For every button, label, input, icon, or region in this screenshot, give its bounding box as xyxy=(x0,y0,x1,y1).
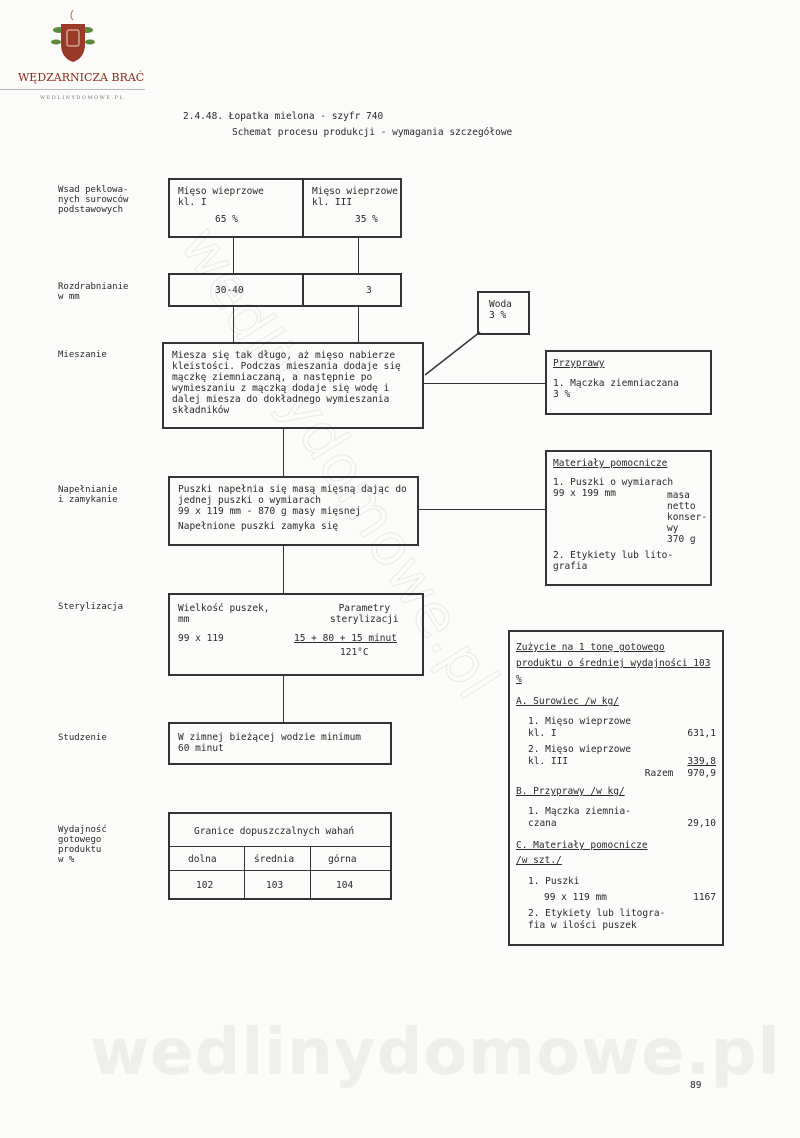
yield-value-mid: 103 xyxy=(266,880,284,891)
usage-b1-label: 1. Mączka ziemnia- czana xyxy=(528,806,631,829)
raw-item-1-name: Mięso wieprzowe kl. I xyxy=(178,186,264,208)
label-filling: Napełnianie i zamykanie xyxy=(58,485,118,505)
yield-value-low: 102 xyxy=(196,880,214,891)
yield-value-high: 104 xyxy=(336,880,354,891)
connector xyxy=(233,238,234,273)
connector xyxy=(233,307,234,342)
connector xyxy=(358,307,359,342)
yield-header-low: dolna xyxy=(188,854,217,865)
can-size-label: Wielkość puszek, mm xyxy=(178,603,270,625)
usage-c1-size: 99 x 119 mm xyxy=(544,892,607,903)
usage-c-title: C. Materiały pomocnicze /w szt./ xyxy=(516,840,648,866)
aux-materials-box: Materiały pomocnicze 1. Puszki o wymiara… xyxy=(545,450,712,586)
brand-site: WEDLINYDOMOWE.PL xyxy=(40,95,125,101)
usage-c1-value: 1167 xyxy=(693,892,716,903)
raw-item-2-name: Mięso wieprzowe kl. III xyxy=(312,186,398,208)
usage-a2-value: 339,8 xyxy=(687,756,716,767)
usage-a1-label: 1. Mięso wieprzowe kl. I xyxy=(528,716,631,739)
crest-icon xyxy=(51,9,95,62)
usage-box: Zużycie na 1 tonę gotowego produktu o śr… xyxy=(508,630,724,946)
yield-table: Granice dopuszczalnych wahań dolna średn… xyxy=(168,812,392,900)
sterilization-temp: 121°C xyxy=(340,647,369,658)
usage-a2-label: 2. Mięso wieprzowe kl. III xyxy=(528,744,631,767)
yield-header-mid: średnia xyxy=(254,854,295,865)
document-subtitle: Schemat procesu produkcji - wymagania sz… xyxy=(232,127,513,138)
page-number: 89 xyxy=(690,1080,702,1091)
mixing-text: Miesza się tak długo, aż mięso nabierze … xyxy=(172,350,401,416)
sterilization-params: 15 + 80 + 15 minut xyxy=(294,633,397,644)
usage-sum-value: 970,9 xyxy=(687,768,716,779)
can-size: 99 x 119 xyxy=(178,633,224,644)
label-cooling: Studzenie xyxy=(58,733,107,743)
aux-item-1-mass: masa netto konser- wy 370 g xyxy=(667,490,708,545)
connector xyxy=(419,509,545,510)
sterilization-params-label: Parametry sterylizacji xyxy=(330,603,399,625)
connector xyxy=(358,238,359,273)
raw-materials-box: Mięso wieprzowe kl. I 65 % Mięso wieprzo… xyxy=(168,178,402,238)
label-yield: Wydajność gotowego produktu w % xyxy=(58,825,107,865)
filling-text-1: Puszki napełnia się masą mięsną dając do… xyxy=(178,484,407,517)
usage-a1-value: 631,1 xyxy=(687,728,716,739)
label-raw: Wsad peklowa- nych surowców podstawowych xyxy=(58,185,129,215)
usage-c2-label: 2. Etykiety lub litogra- fia w ilości pu… xyxy=(528,908,666,931)
usage-title: Zużycie na 1 tonę gotowego produktu o śr… xyxy=(516,642,711,685)
aux-title: Materiały pomocnicze xyxy=(553,458,668,469)
brand-divider xyxy=(0,89,145,90)
usage-b1-value: 29,10 xyxy=(687,818,716,829)
grinding-value-2: 3 xyxy=(366,285,372,296)
aux-item-1: 1. Puszki o wymiarach 99 x 199 mm xyxy=(553,477,674,499)
label-grinding: Rozdrabnianie w mm xyxy=(58,282,129,302)
label-sterilization: Sterylizacja xyxy=(58,602,124,612)
water-box: Woda 3 % xyxy=(477,291,530,335)
filling-text-2: Napełnione puszki zamyka się xyxy=(178,521,339,532)
raw-item-1-pct: 65 % xyxy=(215,214,238,225)
grinding-value-1: 30-40 xyxy=(215,285,244,296)
connector xyxy=(283,676,284,722)
connector xyxy=(283,546,284,593)
usage-c1-label: 1. Puszki xyxy=(528,876,580,887)
filling-box: Puszki napełnia się masą mięsną dając do… xyxy=(168,476,419,546)
connector xyxy=(424,383,545,384)
mixing-box: Miesza się tak długo, aż mięso nabierze … xyxy=(162,342,424,429)
brand-logo: WĘDZARNICZA BRAĆ WEDLINYDOMOWE.PL xyxy=(0,8,145,101)
yield-header-high: górna xyxy=(328,854,357,865)
label-mixing: Mieszanie xyxy=(58,350,107,360)
sterilization-box: Wielkość puszek, mm 99 x 119 Parametry s… xyxy=(168,593,424,676)
raw-item-2-pct: 35 % xyxy=(355,214,378,225)
usage-a-title: A. Surowiec /w kg/ xyxy=(516,696,619,707)
watermark-bottom: wedlinydomowe.pl xyxy=(90,1016,781,1090)
spices-title: Przyprawy xyxy=(553,358,605,369)
water-connector xyxy=(424,331,481,376)
usage-sum-label: Razem xyxy=(644,768,674,779)
connector xyxy=(283,429,284,476)
usage-b-title: B. Przyprawy /w kg/ xyxy=(516,786,625,797)
cooling-box: W zimnej bieżącej wodzie minimum 60 minu… xyxy=(168,722,392,765)
aux-item-2: 2. Etykiety lub lito- grafia xyxy=(553,550,674,572)
document-title: 2.4.48. Łopatka mielona - szyfr 740 xyxy=(183,111,384,122)
spices-item: 1. Mączka ziemniaczana 3 % xyxy=(553,378,679,400)
spices-box: Przyprawy 1. Mączka ziemniaczana 3 % xyxy=(545,350,712,415)
yield-table-title: Granice dopuszczalnych wahań xyxy=(194,826,355,837)
brand-name: WĘDZARNICZA BRAĆ xyxy=(18,71,145,84)
grinding-box: 30-40 3 xyxy=(168,273,402,307)
